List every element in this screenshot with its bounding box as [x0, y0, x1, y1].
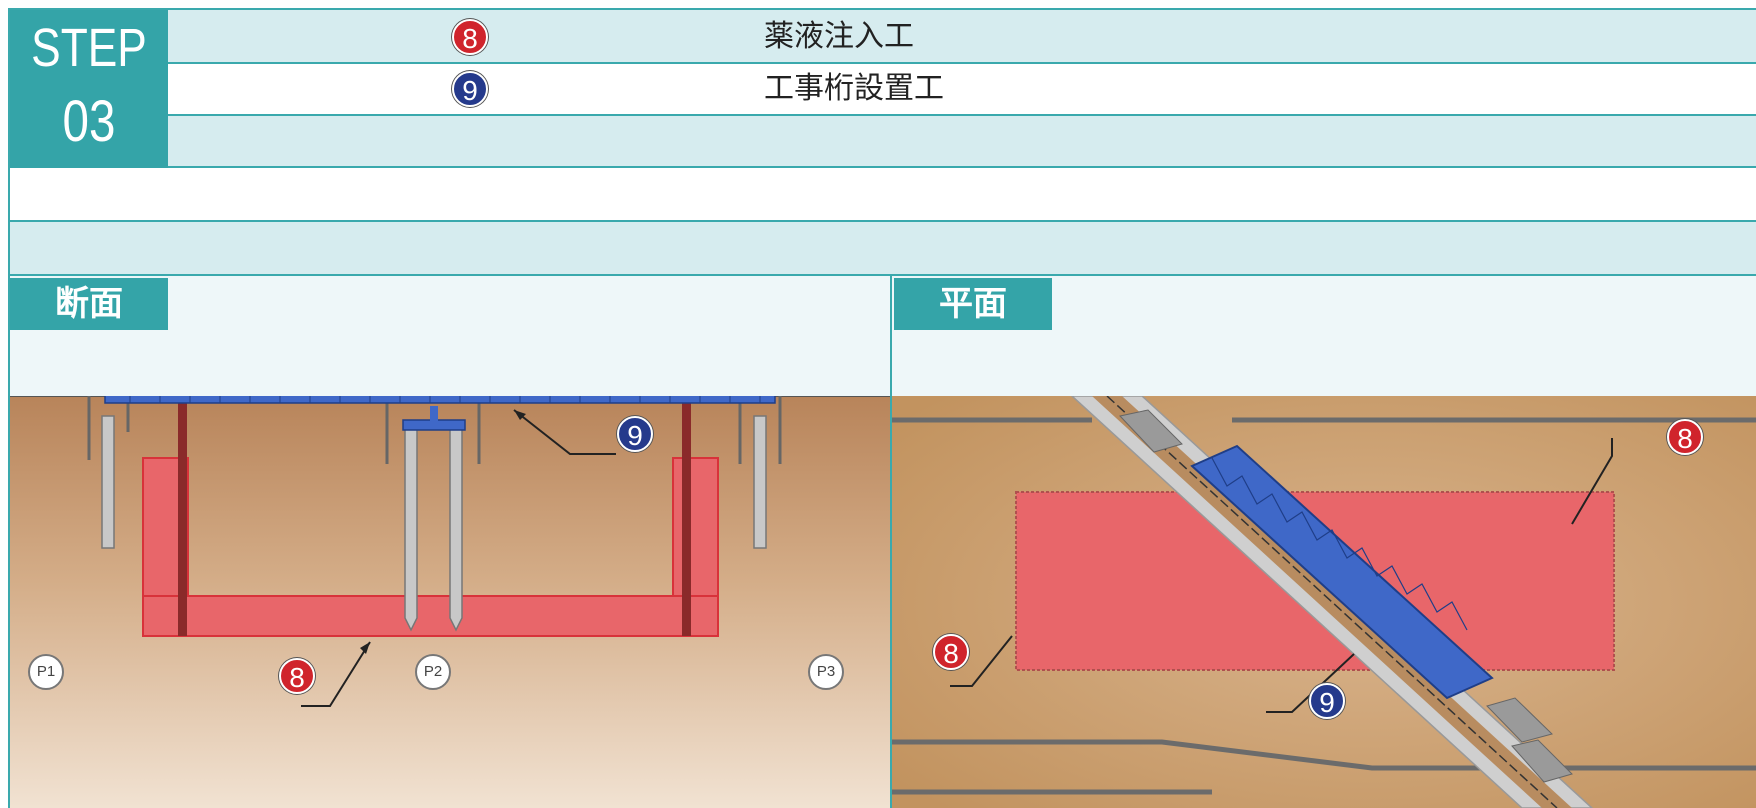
- task-row-2: [168, 64, 1756, 116]
- existing-piles: [101, 415, 767, 632]
- task-label-temporary-girder: 工事桁設置工: [764, 71, 944, 106]
- section-callout-9: 9: [617, 416, 653, 452]
- plan-drawing: [892, 396, 1756, 808]
- plan-view-title: 平面: [894, 278, 1052, 330]
- step-number: 03: [62, 89, 116, 154]
- plan-callout-9: 9: [1309, 683, 1345, 719]
- temporary-girder-section: [104, 396, 776, 404]
- pier-label-p3: P3: [808, 654, 844, 690]
- panel-divider: [890, 276, 892, 808]
- plan-callout-8-right: 8: [1667, 419, 1703, 455]
- track-corridor: [1070, 396, 1594, 808]
- step-label: STEP: [31, 18, 147, 78]
- section-view-title: 断面: [10, 278, 168, 330]
- task-label-grout-injection: 薬液注入工: [764, 19, 914, 54]
- temporary-girder-plan: [1190, 444, 1494, 700]
- section-callout-8: 8: [279, 658, 315, 694]
- pier-label-p2: P2: [415, 654, 451, 690]
- section-leaders: [301, 409, 616, 707]
- outer-frame: [8, 8, 1756, 808]
- task-badge-9: 9: [452, 71, 488, 107]
- task-row-1: [168, 10, 1756, 64]
- task-badge-8: 8: [452, 19, 488, 55]
- plan-leaders: [950, 438, 1613, 713]
- plan-callout-8-left: 8: [933, 634, 969, 670]
- sheet-piles: [178, 396, 691, 636]
- pier-label-p1: P1: [28, 654, 64, 690]
- step-indicator: STEP 03: [10, 10, 168, 168]
- blank-row-5: [10, 222, 1756, 276]
- track-equipment: [1119, 409, 1573, 783]
- task-row-3: [168, 116, 1756, 168]
- blank-row-4: [10, 168, 1756, 222]
- section-drawing: [10, 396, 890, 808]
